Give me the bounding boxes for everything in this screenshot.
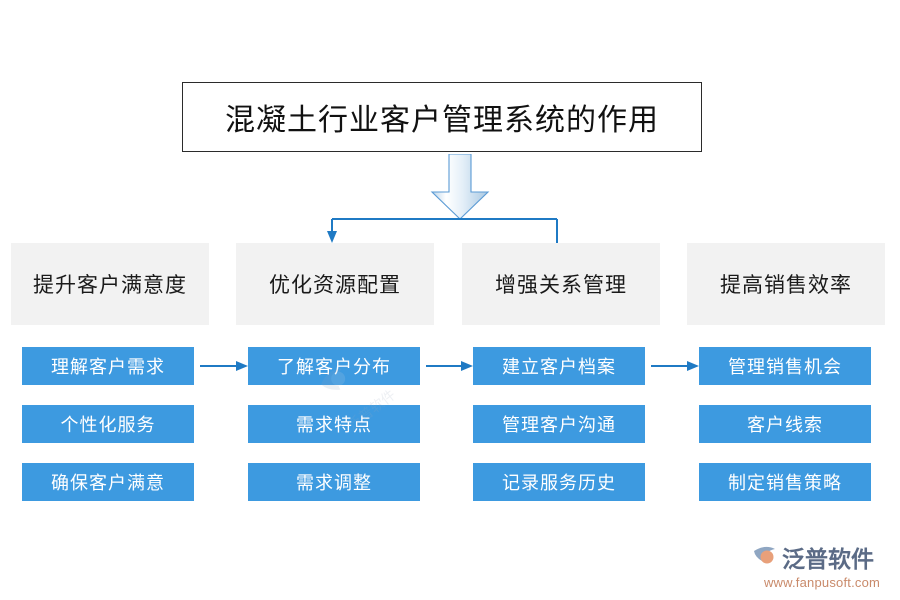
item-box: 记录服务历史: [473, 463, 645, 501]
item-label: 制定销售策略: [728, 473, 842, 493]
fanpu-logo-icon: [752, 544, 778, 570]
brand-logo-name: 泛普软件: [782, 546, 874, 572]
down-block-arrow-icon: [428, 154, 492, 220]
item-box: 确保客户满意: [22, 463, 194, 501]
column-header-1: 优化资源配置: [236, 243, 434, 325]
item-box: 需求调整: [248, 463, 420, 501]
item-box: 制定销售策略: [699, 463, 871, 501]
column-header-0: 提升客户满意度: [11, 243, 209, 325]
column-header-1-label: 优化资源配置: [269, 273, 401, 297]
item-label: 需求特点: [296, 415, 372, 435]
item-box: 管理销售机会: [699, 347, 871, 385]
item-label: 客户线索: [747, 415, 823, 435]
item-label: 了解客户分布: [277, 357, 391, 377]
item-label: 记录服务历史: [502, 473, 616, 493]
item-box: 个性化服务: [22, 405, 194, 443]
item-label: 个性化服务: [60, 415, 156, 435]
item-label: 理解客户需求: [51, 357, 165, 377]
item-box: 管理客户沟通: [473, 405, 645, 443]
brand-logo: 泛普软件 www.fanpusoft.com: [752, 540, 892, 590]
item-label: 管理销售机会: [728, 357, 842, 377]
diagram-title-box: 混凝土行业客户管理系统的作用: [182, 82, 702, 152]
item-label: 管理客户沟通: [502, 415, 616, 435]
item-box: 客户线索: [699, 405, 871, 443]
item-label: 建立客户档案: [502, 357, 616, 377]
column-header-2: 增强关系管理: [462, 243, 660, 325]
column-header-2-label: 增强关系管理: [495, 273, 627, 297]
item-label: 需求调整: [296, 473, 372, 493]
item-box: 建立客户档案: [473, 347, 645, 385]
column-header-3: 提高销售效率: [687, 243, 885, 325]
item-box: 理解客户需求: [22, 347, 194, 385]
column-header-0-label: 提升客户满意度: [33, 273, 187, 297]
column-header-3-label: 提高销售效率: [720, 273, 852, 297]
item-label: 确保客户满意: [51, 473, 165, 493]
item-box: 需求特点: [248, 405, 420, 443]
diagram-title-text: 混凝土行业客户管理系统的作用: [225, 104, 659, 137]
item-box: 了解客户分布: [248, 347, 420, 385]
brand-logo-url: www.fanpusoft.com: [763, 575, 881, 590]
